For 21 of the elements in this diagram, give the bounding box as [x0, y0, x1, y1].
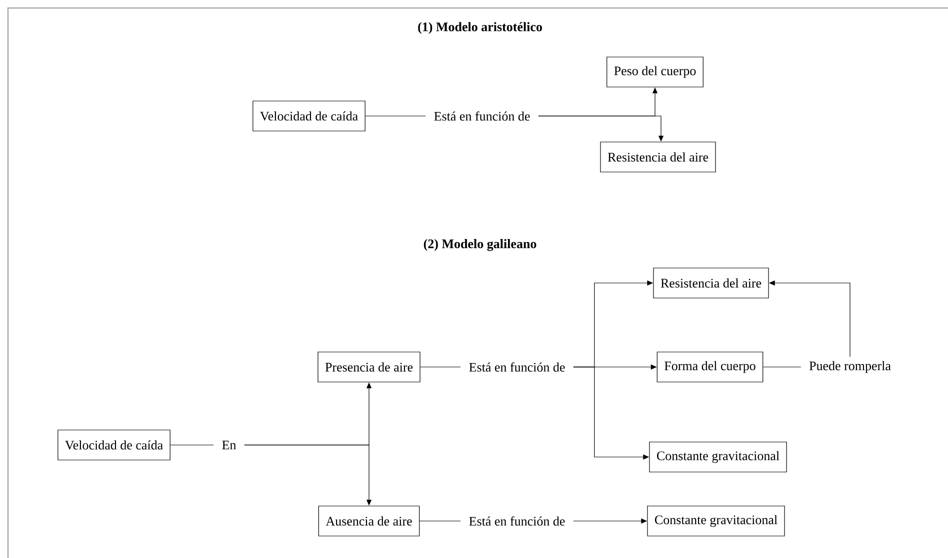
concept-box: Velocidad de caída [58, 430, 170, 460]
connector [419, 520, 461, 522]
linking-text: Está en función de [469, 362, 565, 372]
connector [170, 444, 214, 446]
linking-text: En [222, 440, 236, 450]
linking-text: Puede romperla [809, 361, 891, 373]
concept-box: Forma del cuerpo [656, 352, 764, 382]
concept-box: Resistencia del aire [653, 268, 769, 298]
section-heading: (2) Modelo galileano [424, 239, 536, 251]
concept-box: Velocidad de caída [252, 100, 366, 132]
concept-box: Peso del cuerpo [606, 56, 704, 88]
concept-box: Presencia de aire [318, 352, 420, 382]
concept-box: Constante gravitacional [647, 506, 785, 536]
connector [762, 366, 802, 368]
section-heading: (1) Modelo aristotélico [418, 22, 542, 34]
concept-box: Ausencia de aire [318, 506, 420, 536]
connector [420, 366, 461, 368]
linking-text: Está en función de [434, 111, 530, 121]
concept-box: Resistencia del aire [600, 142, 716, 172]
linking-text: Está en función de [469, 516, 565, 526]
concept-box: Constante gravitacional [649, 442, 787, 472]
